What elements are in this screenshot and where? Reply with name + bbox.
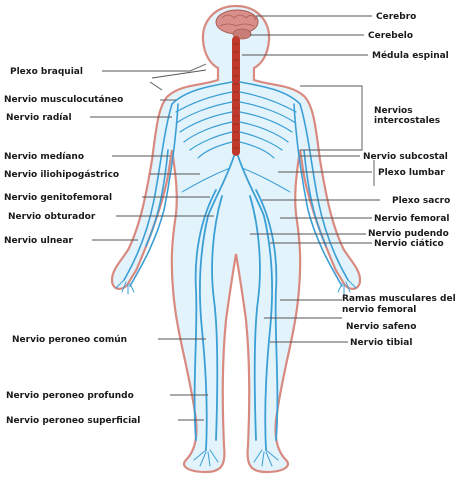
label-nervio-genitofemoral: Nervio genitofemoral — [4, 193, 112, 203]
label-nervio-ulnear: Nervio ulnear — [4, 236, 73, 246]
label-nervio-peroneo-profundo: Nervio peroneo profundo — [6, 391, 134, 401]
label-nervio-femoral: Nervio femoral — [374, 214, 450, 224]
label-nervio-peroneo-superficial: Nervio peroneo superficial — [6, 416, 140, 426]
label-plexo-lumbar: Plexo lumbar — [378, 168, 445, 178]
label-nervio-safeno: Nervio safeno — [346, 322, 416, 332]
label-nervio-radial: Nervio radíal — [6, 113, 72, 123]
label-nervio-mediano: Nervio medíano — [4, 152, 84, 162]
label-nervios-intercostales: Nervios intercostales — [374, 106, 470, 132]
label-nervio-tibial: Nervio tibial — [350, 338, 412, 348]
label-plexo-braquial: Plexo braquial — [10, 67, 83, 77]
label-nervio-iliohipogastrico: Nervio iliohipogástrico — [4, 170, 119, 180]
left-labels: Plexo braquial Nervio musculocutáneo Ner… — [4, 67, 140, 426]
spinal-cord — [232, 36, 240, 156]
label-cerebelo: Cerebelo — [368, 31, 413, 41]
label-nervio-peroneo-comun: Nervio peroneo común — [12, 335, 127, 345]
label-plexo-sacro: Plexo sacro — [392, 196, 450, 206]
label-nervio-pudendo: Nervio pudendo — [368, 229, 449, 239]
label-nervio-subcostal: Nervio subcostal — [363, 152, 448, 162]
label-cerebro: Cerebro — [376, 12, 416, 22]
label-nervio-obturador: Nervio obturador — [8, 212, 96, 222]
label-nervio-ciatico: Nervio ciático — [374, 239, 444, 249]
label-nervio-musculocutaneo: Nervio musculocutáneo — [4, 95, 123, 105]
label-medula-espinal: Médula espinal — [372, 50, 449, 61]
right-labels: Cerebro Cerebelo Médula espinal Nervios … — [342, 12, 470, 348]
label-ramas-musculares: Ramas musculares del nervio femoral — [342, 294, 470, 320]
